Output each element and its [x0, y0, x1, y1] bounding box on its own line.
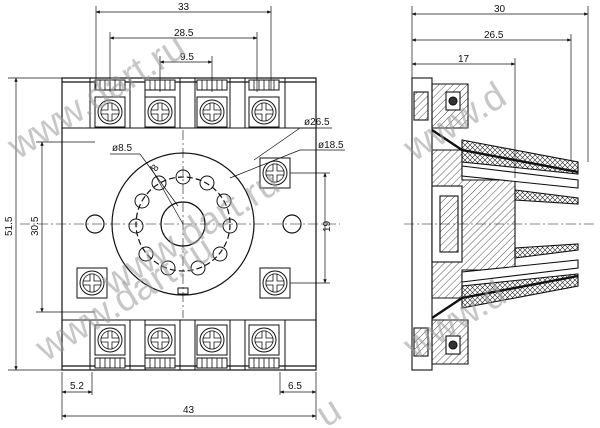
watermark-text: www.dart.ru	[94, 162, 287, 304]
terminal-screw	[248, 96, 280, 128]
dim-43: 43	[183, 405, 195, 416]
dim-19: 19	[322, 220, 333, 232]
dim-33: 33	[178, 2, 190, 13]
dim-51-5: 51.5	[4, 216, 15, 236]
dim-diameter-8-5: ø8.5	[112, 143, 132, 154]
dim-radius-8: 8	[149, 162, 161, 173]
dim-diameter-26-5: ø26.5	[304, 117, 330, 128]
dim-9-5: 9.5	[180, 52, 194, 63]
dim-26-5: 26.5	[484, 30, 504, 41]
watermark-text: u	[309, 389, 349, 428]
terminal-screw	[259, 267, 291, 299]
dim-30-5: 30.5	[30, 216, 41, 236]
terminal-screw	[196, 324, 228, 356]
mounting-hole	[85, 214, 105, 234]
dim-diameter-18-5: ø18.5	[318, 140, 344, 151]
terminal-screw	[248, 324, 280, 356]
dim-28-5: 28.5	[174, 28, 194, 39]
terminal-screw	[144, 96, 176, 128]
terminal-screw	[144, 324, 176, 356]
side-dim-labels: 30 26.5 17	[458, 4, 506, 65]
mounting-hole	[282, 214, 302, 234]
dim-5-2: 5.2	[70, 381, 84, 392]
dim-30: 30	[494, 4, 506, 15]
terminal-screw	[196, 96, 228, 128]
dim-17: 17	[458, 54, 470, 65]
side-view	[404, 77, 596, 371]
front-dim-labels: 33 28.5 9.5 ø26.5 ø18.5 ø8.5 8 51.5 30.5…	[4, 2, 344, 416]
dim-6-5: 6.5	[288, 381, 302, 392]
